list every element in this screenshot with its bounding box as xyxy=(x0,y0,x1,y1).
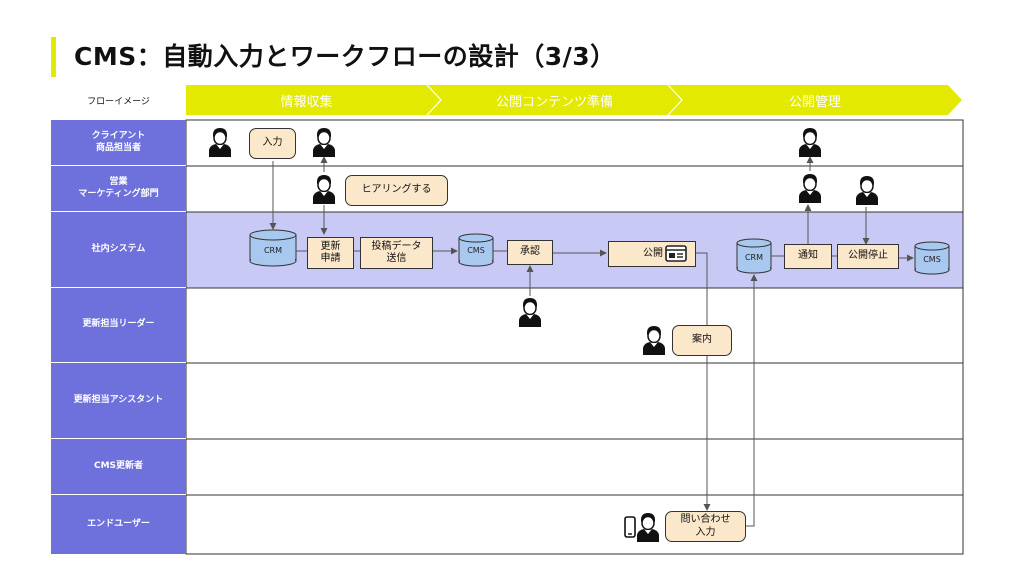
cms-database-1 xyxy=(458,233,494,267)
arrow-inquiry-to-crm xyxy=(746,274,758,527)
lanes-frame xyxy=(185,119,964,555)
phase-information-gathering: 情報収集 xyxy=(280,94,333,110)
person-icon xyxy=(637,513,659,542)
phase-divider-1 xyxy=(426,84,442,116)
phase-publish-management: 公開管理 xyxy=(788,94,841,110)
cms-label-1: CMS xyxy=(467,246,485,255)
person-icon xyxy=(209,128,231,157)
lane-update-assistant: 更新担当アシスタント xyxy=(51,363,186,439)
lane-internal-system: 社内システム xyxy=(51,212,186,288)
phase-divider-2 xyxy=(667,84,683,116)
person-icon xyxy=(313,175,335,204)
person-icon xyxy=(519,298,541,327)
title-accent-bar xyxy=(51,37,56,77)
lane-sales-marketing: 営業 マーケティング部門 xyxy=(51,166,186,212)
smartphone-icon xyxy=(624,516,636,538)
notify-box: 通知 xyxy=(784,244,832,269)
submit-data-box: 投稿データ 送信 xyxy=(360,237,433,269)
lane-end-user: エンドユーザー xyxy=(51,495,186,554)
crm-database-2 xyxy=(736,238,772,274)
phase-content-preparation: 公開コンテンツ準備 xyxy=(495,94,613,110)
browser-window-icon xyxy=(665,245,687,262)
person-icon xyxy=(799,128,821,157)
arrow-publish-to-inquiry xyxy=(696,252,711,511)
phase-bar xyxy=(186,85,962,115)
hearing-box: ヒアリングする xyxy=(345,175,448,206)
guide-box: 案内 xyxy=(672,325,732,356)
approve-box: 承認 xyxy=(507,240,553,265)
person-icon xyxy=(799,174,821,203)
crm-label-2: CRM xyxy=(744,253,764,262)
person-icon xyxy=(643,326,665,355)
flow-image-label: フローイメージ xyxy=(87,96,150,107)
input-box: 入力 xyxy=(249,128,296,159)
person-icon xyxy=(856,176,878,205)
cms-database-2 xyxy=(914,241,950,275)
crm-database-1 xyxy=(249,229,297,267)
stop-publish-box: 公開停止 xyxy=(837,244,899,269)
lane-update-leader: 更新担当リーダー xyxy=(51,288,186,363)
lane-cms-updater: CMS更新者 xyxy=(51,439,186,495)
crm-label-1: CRM xyxy=(263,246,283,255)
inquiry-input-box: 問い合わせ 入力 xyxy=(665,511,746,542)
publish-label: 公開 xyxy=(643,247,663,259)
lane-client: クライアント 商品担当者 xyxy=(51,120,186,166)
page-title: CMS：自動入力とワークフローの設計（3/3） xyxy=(74,42,616,71)
person-icon xyxy=(313,128,335,157)
cms-label-2: CMS xyxy=(923,255,941,264)
update-request-box: 更新 申請 xyxy=(307,237,354,269)
